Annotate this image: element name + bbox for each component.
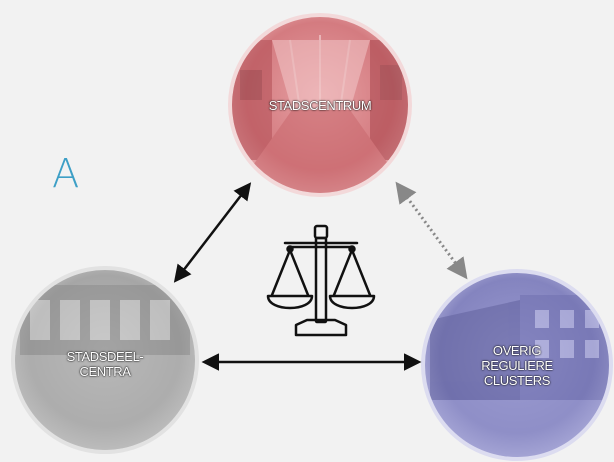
panel-letter: A [52,151,80,197]
label-stadscentrum: STADSCENTRUM [232,98,408,113]
label-line: STADSDEEL- [66,349,144,364]
stadsdeelcentra-photo-detail [15,285,195,450]
label-line: OVERIG [492,343,542,358]
label-line: CENTRA [79,364,131,379]
dotted-arrow-stadscentrum-overig [395,181,468,280]
arrow-stadscentrum-stadsdeelcentra [173,182,252,283]
label-stadsdeelcentra: STADSDEEL- CENTRA [25,349,185,379]
node-overig-reguliere-clusters [421,269,613,461]
balance-scale-icon [266,224,376,337]
label-line: CLUSTERS [483,373,551,388]
stadscentrum-photo-detail [232,35,408,193]
node-stadsdeelcentra [11,266,199,454]
label-line: STADSCENTRUM [268,98,372,113]
node-stadscentrum [228,13,412,197]
label-overig-reguliere-clusters: OVERIG REGULIERE CLUSTERS [437,343,597,388]
label-line: REGULIERE [481,358,553,373]
